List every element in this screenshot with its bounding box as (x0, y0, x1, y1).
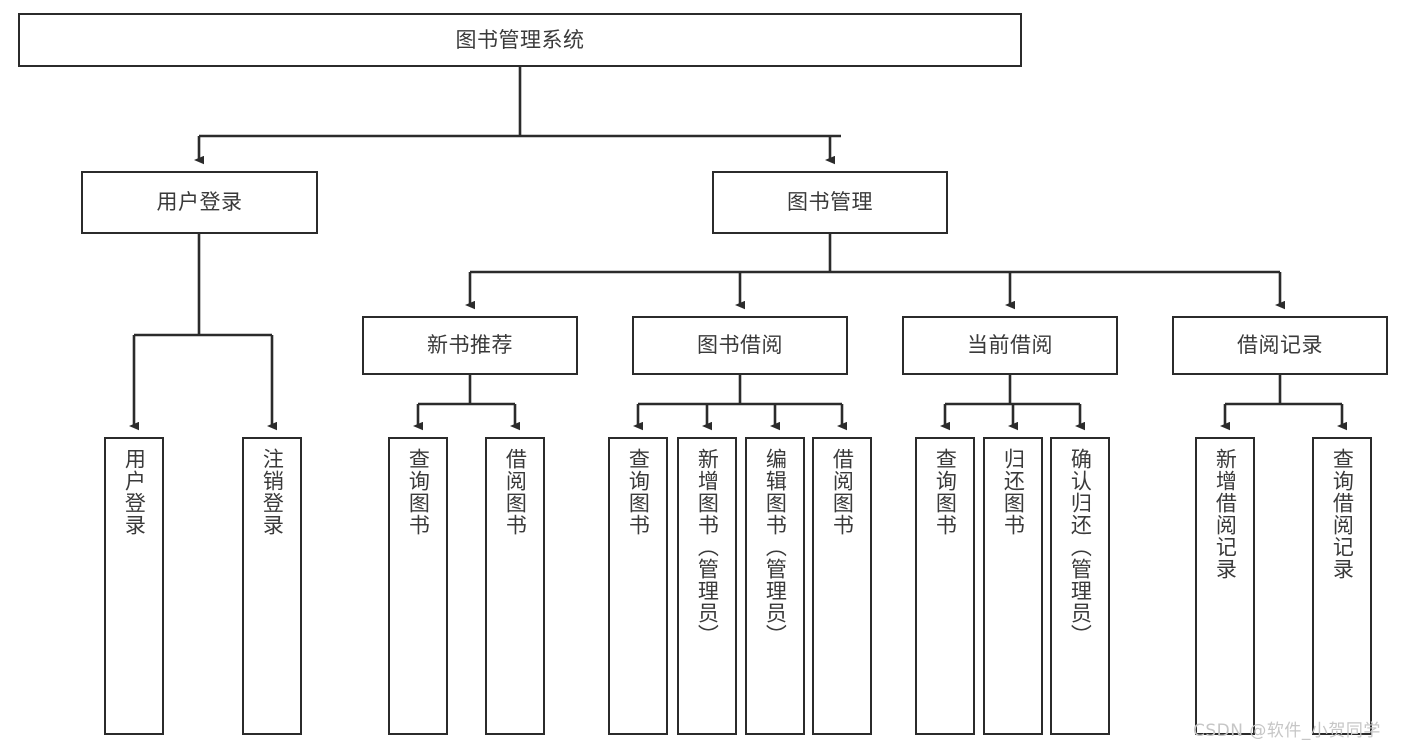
node-leaf-query-book-2-label: 查询图书 (626, 448, 651, 536)
node-borrow-record[interactable]: 借阅记录 (1172, 316, 1388, 375)
node-leaf-query-book-1-label: 查询图书 (406, 448, 431, 536)
node-leaf-confirm-return[interactable]: 确认归还（管理员） (1050, 437, 1110, 735)
node-leaf-return-book[interactable]: 归还图书 (983, 437, 1043, 735)
node-new-book-recommend[interactable]: 新书推荐 (362, 316, 578, 375)
node-leaf-logout[interactable]: 注销登录 (242, 437, 302, 735)
node-book-manage-label: 图书管理 (787, 190, 873, 214)
node-leaf-borrow-book-1[interactable]: 借阅图书 (485, 437, 545, 735)
node-leaf-query-book-3[interactable]: 查询图书 (915, 437, 975, 735)
node-leaf-user-login[interactable]: 用户登录 (104, 437, 164, 735)
node-current-borrow-label: 当前借阅 (967, 333, 1053, 357)
node-leaf-add-record[interactable]: 新增借阅记录 (1195, 437, 1255, 735)
node-leaf-confirm-return-label: 确认归还（管理员） (1068, 448, 1093, 646)
node-leaf-borrow-book-1-label: 借阅图书 (503, 448, 528, 536)
node-leaf-query-book-3-label: 查询图书 (933, 448, 958, 536)
node-leaf-query-book-1[interactable]: 查询图书 (388, 437, 448, 735)
node-root-label: 图书管理系统 (455, 27, 585, 52)
node-leaf-query-book-2[interactable]: 查询图书 (608, 437, 668, 735)
node-leaf-add-book-label: 新增图书（管理员） (695, 448, 720, 646)
node-leaf-add-book[interactable]: 新增图书（管理员） (677, 437, 737, 735)
csdn-watermark: CSDN @软件_小贺同学 (1193, 721, 1381, 741)
node-book-borrow[interactable]: 图书借阅 (632, 316, 848, 375)
node-new-book-recommend-label: 新书推荐 (427, 333, 513, 357)
node-book-borrow-label: 图书借阅 (697, 333, 783, 357)
node-leaf-logout-label: 注销登录 (260, 448, 285, 536)
node-current-borrow[interactable]: 当前借阅 (902, 316, 1118, 375)
node-leaf-add-record-label: 新增借阅记录 (1213, 448, 1238, 580)
node-leaf-borrow-book-2-label: 借阅图书 (830, 448, 855, 536)
node-leaf-user-login-label: 用户登录 (122, 448, 147, 536)
node-root[interactable]: 图书管理系统 (18, 13, 1022, 67)
node-leaf-query-record[interactable]: 查询借阅记录 (1312, 437, 1372, 735)
node-leaf-edit-book-label: 编辑图书（管理员） (763, 448, 788, 646)
node-book-manage[interactable]: 图书管理 (712, 171, 948, 234)
node-leaf-borrow-book-2[interactable]: 借阅图书 (812, 437, 872, 735)
node-user-login[interactable]: 用户登录 (81, 171, 318, 234)
node-borrow-record-label: 借阅记录 (1237, 333, 1323, 357)
node-leaf-query-record-label: 查询借阅记录 (1330, 448, 1355, 580)
node-leaf-edit-book[interactable]: 编辑图书（管理员） (745, 437, 805, 735)
node-user-login-label: 用户登录 (156, 190, 243, 214)
node-leaf-return-book-label: 归还图书 (1001, 448, 1026, 536)
